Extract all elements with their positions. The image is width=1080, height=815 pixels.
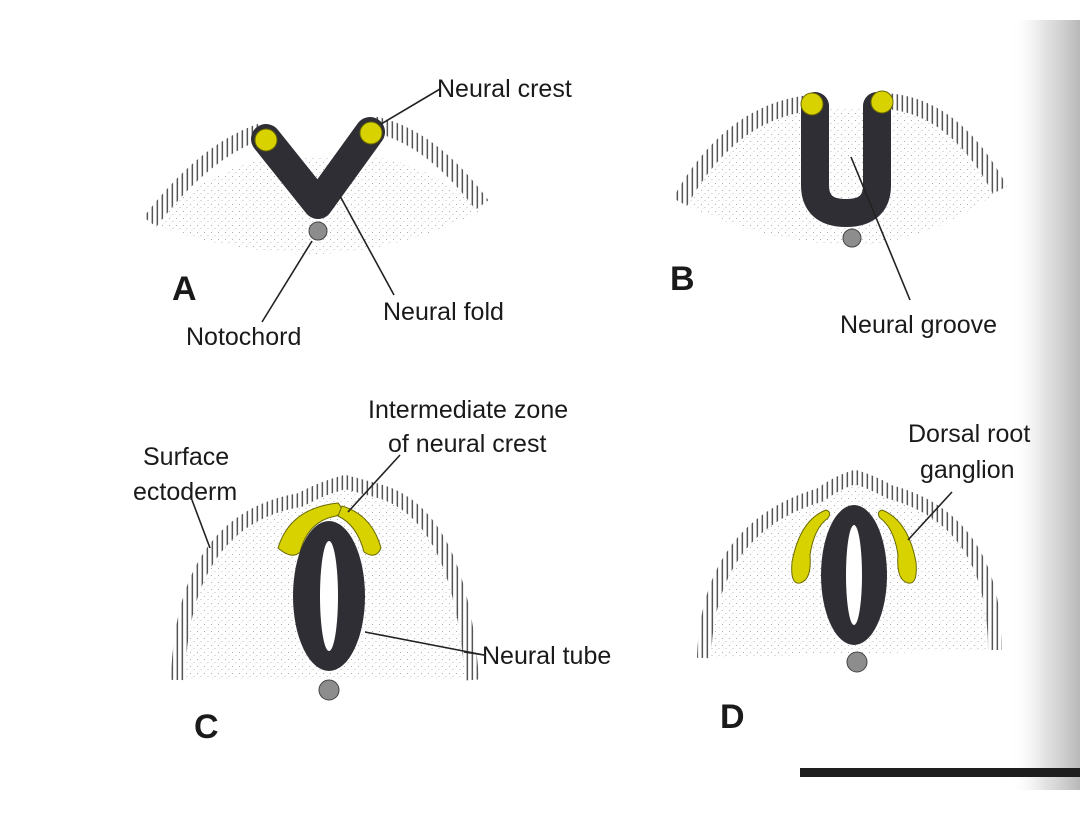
label-dorsal-root-2: ganglion (920, 456, 1015, 484)
panel-b-ectoderm-left (673, 95, 812, 206)
panel-a-leader-neural-crest (380, 88, 441, 125)
panel-b-mesoderm (680, 108, 1000, 246)
panel-a-leader-notochord (261, 240, 313, 323)
panel-c-leader-neural-tube (364, 631, 485, 656)
panel-d-leader-dorsal-root (907, 491, 953, 541)
panel-c-leader-surface-ectoderm (191, 499, 211, 549)
panel-d-dorsal-root-ganglion-right (877, 509, 917, 584)
panel-a-leader-neural-fold (339, 195, 395, 296)
label-neural-fold: Neural fold (383, 298, 504, 326)
panel-a: Neural crest Notochord Neural fold A (143, 75, 572, 351)
panel-d: Dorsal root ganglion D (697, 420, 1030, 736)
label-surface-ectoderm-1: Surface (143, 443, 229, 471)
label-intermediate-zone-2: of neural crest (388, 430, 546, 458)
panel-c-surface-ectoderm (171, 474, 479, 681)
panel-c-neural-canal (320, 541, 338, 651)
panel-c: Intermediate zone of neural crest Surfac… (133, 396, 611, 746)
panel-letter-c: C (194, 708, 219, 746)
label-neural-groove: Neural groove (840, 311, 997, 339)
panel-a-neural-plate (251, 117, 385, 219)
panel-c-leader-intermediate-zone (347, 454, 401, 513)
label-neural-crest: Neural crest (437, 75, 572, 103)
panel-letter-d: D (720, 698, 745, 736)
panel-b-neural-crest-right (870, 90, 894, 114)
panel-b-neural-crest-left (800, 92, 824, 116)
label-neural-tube: Neural tube (482, 642, 611, 670)
panel-d-dorsal-root-ganglion-left (791, 509, 831, 584)
label-intermediate-zone-1: Intermediate zone (368, 396, 568, 424)
bottom-scan-bar (800, 768, 1080, 777)
panel-c-neural-crest-right (337, 505, 382, 556)
panel-c-neural-crest-left (277, 502, 342, 556)
label-notochord: Notochord (186, 323, 301, 351)
panel-b-neural-groove-tissue (801, 92, 891, 228)
panel-a-neural-crest-left (254, 128, 278, 152)
panel-a-notochord (308, 221, 328, 241)
panel-b-ectoderm-right (884, 93, 1008, 194)
label-dorsal-root-1: Dorsal root (908, 420, 1030, 448)
panel-b-notochord (842, 228, 862, 248)
panel-a-ectoderm-left (143, 123, 265, 227)
page-edge-shadow (1010, 20, 1080, 790)
panel-a-ectoderm-right (370, 116, 489, 210)
panel-letter-b: B (670, 260, 695, 298)
panel-c-leader-neural-tube-ectoderm (463, 651, 485, 656)
panel-d-notochord (846, 651, 868, 673)
panel-b: Neural groove B (670, 90, 1008, 339)
label-surface-ectoderm-2: ectoderm (133, 478, 237, 506)
panel-b-leader-neural-groove (850, 156, 911, 301)
panel-a-neural-crest-right (359, 121, 383, 145)
panel-letter-a: A (172, 270, 197, 308)
panel-d-neural-canal (846, 525, 862, 625)
panel-c-notochord (318, 679, 340, 701)
panel-d-surface-ectoderm (697, 469, 1002, 659)
